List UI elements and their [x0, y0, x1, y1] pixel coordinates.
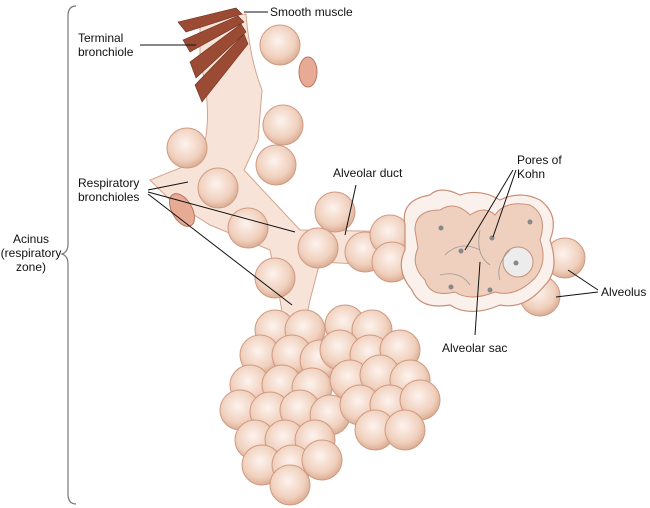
alveolus — [227, 207, 269, 249]
leader-lines — [140, 11, 599, 336]
label-smooth-muscle: Smooth muscle — [270, 5, 353, 19]
alveolus — [166, 127, 208, 169]
alveolus — [384, 409, 426, 451]
alveolus — [197, 167, 239, 209]
label-terminal-bronchiole: Terminal bronchiole — [78, 31, 134, 59]
smooth-muscle-bands — [177, 7, 249, 103]
alveolus — [255, 144, 297, 186]
alveolus — [262, 104, 304, 146]
alveolus — [314, 191, 356, 233]
acinus-bracket — [60, 5, 77, 505]
alveolus-nuclei — [438, 219, 533, 293]
alveolus — [254, 257, 296, 299]
alveolus — [297, 227, 339, 269]
label-acinus: Acinus (respiratory zone) — [0, 232, 62, 274]
label-alveolar-duct: Alveolar duct — [333, 166, 403, 180]
label-alveolar-sac: Alveolar sac — [442, 341, 508, 355]
alveolus — [259, 24, 301, 66]
alveolus — [301, 439, 343, 481]
bronchiole-cross-section — [298, 56, 318, 88]
label-respiratory-bronchioles: Respiratory bronchioles — [78, 176, 140, 204]
label-alveolus: Alveolus — [601, 285, 647, 299]
label-pores-of-kohn: Pores of Kohn — [517, 153, 562, 181]
alveolus — [269, 464, 311, 506]
